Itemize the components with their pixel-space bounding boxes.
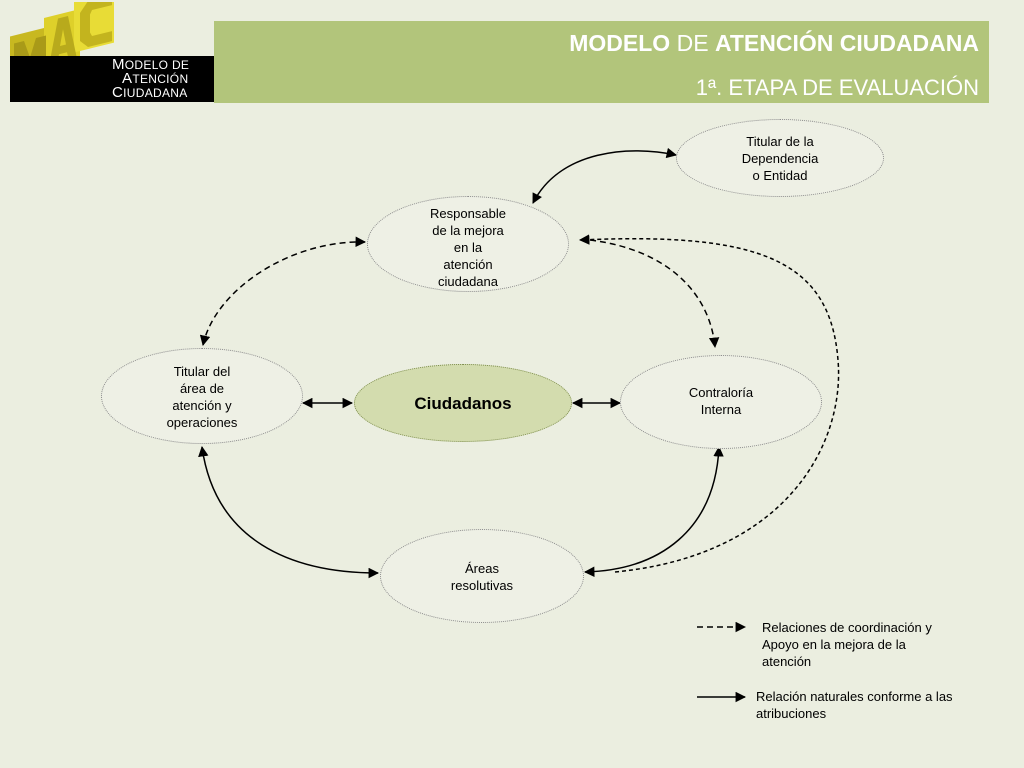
- logo-line2-cap: A: [122, 70, 133, 87]
- mac-logo: MODELO DE ATENCIÓN CIUDADANA: [0, 0, 215, 105]
- logo-line3: IUDADANA: [123, 86, 188, 100]
- node-areas-resolutivas: Áreas resolutivas: [380, 529, 584, 623]
- title-part1: MODELO: [569, 30, 671, 56]
- logo-line1-cap: M: [112, 56, 125, 73]
- node-responsable: Responsable de la mejora en la atención …: [367, 196, 569, 292]
- logo-line2: TENCIÓN: [132, 72, 189, 86]
- title-part3: ATENCIÓN CIUDADANA: [714, 30, 979, 56]
- node-titular-area: Titular del área de atención y operacion…: [101, 348, 303, 444]
- arrow-responsable-contraloria: [589, 239, 720, 349]
- arrow-area-responsable: [199, 236, 367, 347]
- node-contraloria-label: Contraloría Interna: [688, 385, 754, 417]
- title-part2: DE: [670, 30, 715, 56]
- node-ciudadanos-label: Ciudadanos: [414, 393, 512, 413]
- node-titular-dependencia-label: Titular de la Dependencia o Entidad: [741, 134, 819, 183]
- arrow-responsable-dependencia: [532, 147, 678, 204]
- legend-solid-text: Relación naturales conforme a las atribu…: [756, 689, 953, 721]
- header-band: MODELO DE ATENCIÓN CIUDADANA 1ª. ETAPA D…: [214, 21, 989, 103]
- node-contraloria: Contraloría Interna: [620, 355, 822, 449]
- node-areas-resolutivas-label: Áreas resolutivas: [450, 561, 514, 593]
- node-titular-area-label: Titular del área de atención y operacion…: [166, 364, 238, 430]
- arrow-areas-responsable: [578, 234, 840, 573]
- arrow-area-areas: [198, 445, 380, 579]
- arrow-contraloria-areas: [583, 445, 724, 577]
- node-responsable-label: Responsable de la mejora en la atención …: [430, 206, 506, 289]
- logo-line1: ODELO DE: [124, 58, 190, 72]
- logo-line3-cap: C: [112, 84, 124, 101]
- node-ciudadanos: Ciudadanos: [354, 364, 572, 442]
- page-subtitle: 1ª. ETAPA DE EVALUACIÓN: [695, 75, 979, 100]
- node-titular-dependencia: Titular de la Dependencia o Entidad: [676, 119, 884, 197]
- page-title: MODELO DE ATENCIÓN CIUDADANA: [569, 30, 979, 57]
- legend-dashed-text: Relaciones de coordinación y Apoyo en la…: [762, 620, 932, 669]
